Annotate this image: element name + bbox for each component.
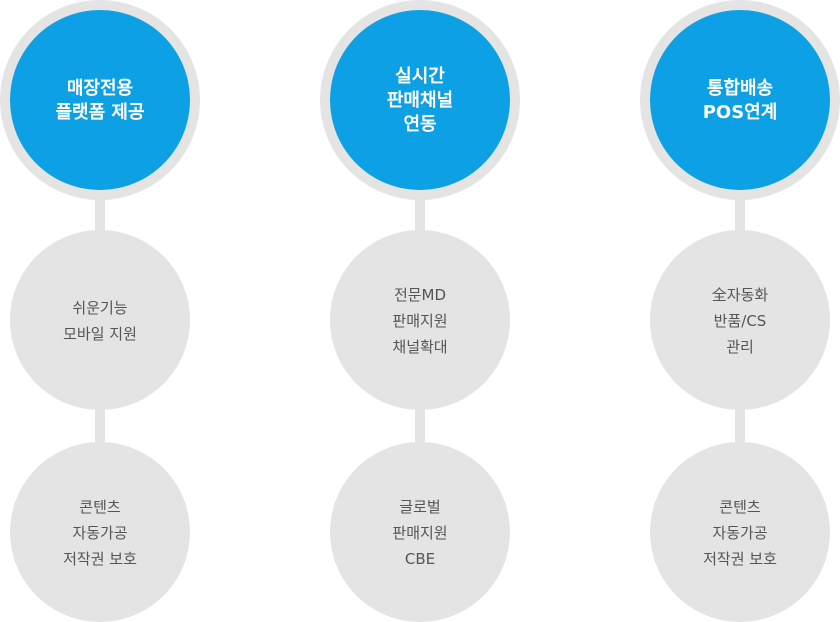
sub-text-line: 저작권 보호 — [63, 550, 137, 568]
sub-text-line: 저작권 보호 — [703, 550, 777, 568]
main-title-line: 통합배송 — [706, 78, 774, 99]
sub-circle-text: 쉬운기능 모바일 지원 — [63, 293, 137, 347]
sub-circle-text: 글로벌 판매지원 CBE — [392, 492, 447, 572]
feature-column-store-platform: 매장전용 플랫폼 제공 쉬운기능 모바일 지원 콘텐츠 자동가공 저작권 보호 — [0, 0, 200, 622]
sub-circle: 쉬운기능 모바일 지원 — [10, 230, 190, 410]
sub-text-line: 자동가공 — [72, 524, 128, 542]
connector-line — [415, 404, 425, 450]
sub-text-line: 콘텐츠 — [719, 498, 761, 516]
sub-circle-text: 全자동화 반품/CS 관리 — [712, 280, 768, 360]
sub-text-line: 판매지원 — [392, 524, 448, 542]
main-circle-text: 매장전용 플랫폼 제공 — [55, 75, 144, 125]
main-circle-text: 실시간 판매채널 연동 — [387, 63, 453, 137]
sub-text-line: 전문MD — [393, 286, 447, 304]
main-circle: 통합배송 POS연계 — [650, 10, 830, 190]
sub-circle: 글로벌 판매지원 CBE — [330, 442, 510, 622]
sub-text-line: 관리 — [726, 338, 754, 356]
connector-line — [735, 404, 745, 450]
sub-text-line: 글로벌 — [399, 498, 441, 516]
sub-circle: 콘텐츠 자동가공 저작권 보호 — [650, 442, 830, 622]
sub-circle-text: 전문MD 판매지원 채널확대 — [392, 280, 447, 360]
main-title-line: 매장전용 — [66, 78, 134, 99]
feature-column-delivery-pos: 통합배송 POS연계 全자동화 반품/CS 관리 콘텐츠 자동가공 저작권 보호 — [640, 0, 840, 622]
main-circle-text: 통합배송 POS연계 — [703, 75, 778, 125]
sub-circle-text: 콘텐츠 자동가공 저작권 보호 — [703, 492, 777, 572]
feature-column-realtime-channels: 실시간 판매채널 연동 전문MD 판매지원 채널확대 글로벌 판매지원 CBE — [320, 0, 520, 622]
sub-text-line: CBE — [404, 550, 436, 568]
connector-line — [95, 404, 105, 450]
sub-circle: 全자동화 반품/CS 관리 — [650, 230, 830, 410]
sub-text-line: 全자동화 — [711, 286, 769, 304]
sub-circle-text: 콘텐츠 자동가공 저작권 보호 — [63, 492, 137, 572]
sub-text-line: 자동가공 — [712, 524, 768, 542]
sub-text-line: 채널확대 — [392, 338, 448, 356]
main-title-line: 플랫폼 제공 — [55, 102, 145, 123]
sub-text-line: 모바일 지원 — [63, 325, 137, 343]
connector-line — [95, 190, 105, 236]
sub-text-line: 콘텐츠 — [79, 498, 121, 516]
sub-text-line: 쉬운기능 — [72, 299, 128, 317]
sub-circle: 전문MD 판매지원 채널확대 — [330, 230, 510, 410]
sub-text-line: 반품/CS — [713, 312, 767, 330]
connector-line — [415, 190, 425, 236]
main-circle: 매장전용 플랫폼 제공 — [10, 10, 190, 190]
main-title-line: 판매채널 — [386, 90, 454, 111]
main-title-line: POS연계 — [702, 102, 778, 123]
sub-text-line: 판매지원 — [392, 312, 448, 330]
sub-circle: 콘텐츠 자동가공 저작권 보호 — [10, 442, 190, 622]
main-title-line: 실시간 — [395, 66, 445, 87]
connector-line — [735, 190, 745, 236]
main-title-line: 연동 — [403, 114, 437, 135]
main-circle: 실시간 판매채널 연동 — [330, 10, 510, 190]
